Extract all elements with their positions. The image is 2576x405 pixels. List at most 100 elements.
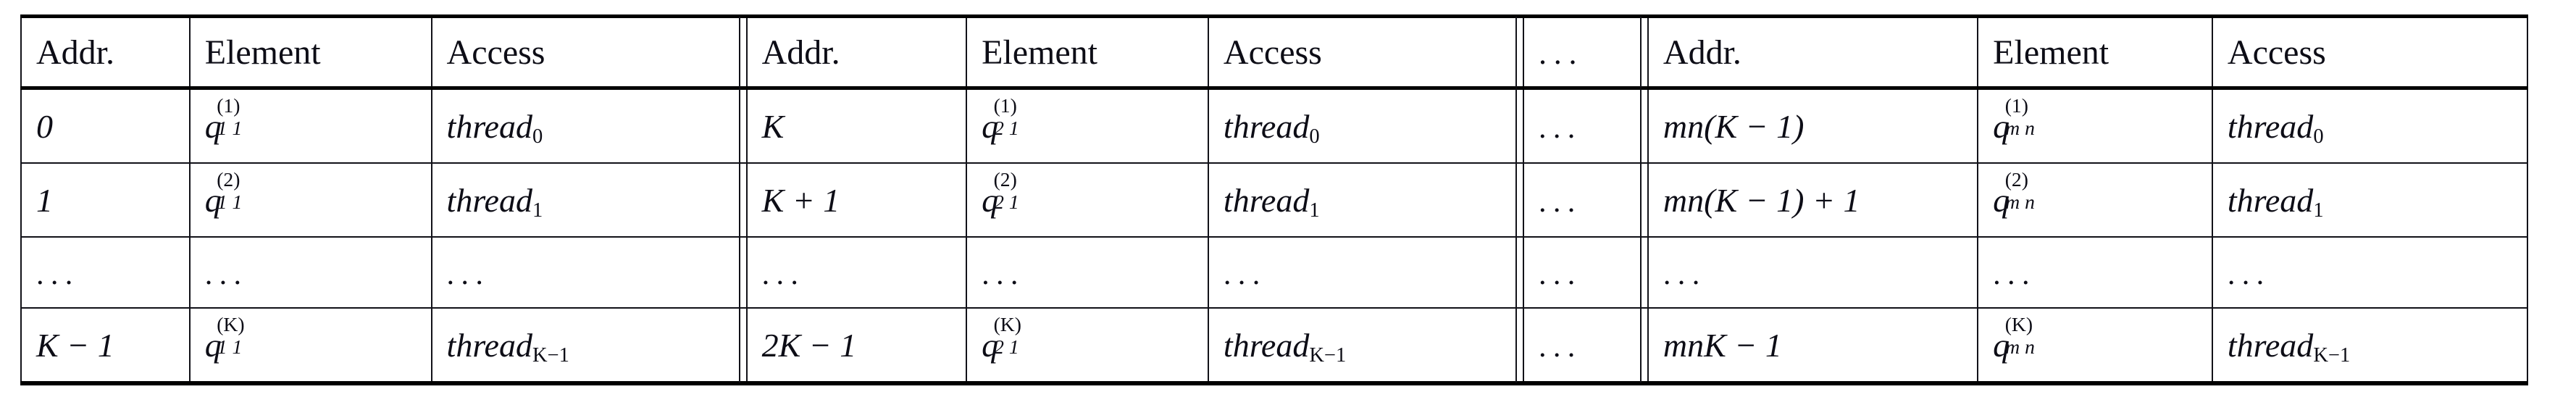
thread-index: K−1 — [532, 344, 569, 367]
header-element-block2: Element — [966, 14, 1209, 90]
cell-element-b3-r1: q(1)m n — [1977, 86, 2213, 164]
cell-ellipsis-r1: ... — [1515, 86, 1649, 165]
cell-access-b2-r3: ... — [1207, 236, 1524, 309]
table-row: K − 1 q(K)1 1 threadK−1 2K − 1 q(K)2 1 t… — [20, 307, 2529, 385]
cell-ellipsis-r4: ... — [1515, 307, 1649, 385]
header-ellipsis-column: ... — [1515, 14, 1649, 90]
ellipsis-glyph: ... — [1538, 110, 1582, 145]
thread-label: thread — [1223, 326, 1310, 364]
table-container: Addr. Element Access Addr. Element Acces… — [20, 14, 2529, 385]
cell-access-b2-r1: thread0 — [1207, 86, 1524, 164]
thread-index: 0 — [1309, 125, 1320, 149]
addr-value: 2K − 1 — [761, 326, 857, 364]
cell-addr-b3-r2: mn(K − 1) + 1 — [1640, 162, 1979, 238]
thread-index: 1 — [2313, 199, 2324, 222]
cell-element-b3-r2: q(2)m n — [1977, 162, 2213, 238]
memory-layout-table: Addr. Element Access Addr. Element Acces… — [20, 14, 2529, 385]
cell-addr-b3-r3: ... — [1640, 236, 1979, 309]
element-symbol: q(2)2 1 — [982, 168, 1019, 219]
thread-label: thread — [1223, 107, 1310, 145]
cell-addr-b1-r3: ... — [20, 236, 191, 309]
table-body: 0 q(1)1 1 thread0 K q(1)2 1 thread0 ... … — [20, 86, 2529, 385]
addr-value: 0 — [36, 107, 53, 145]
ellipsis-glyph: ... — [1663, 256, 1707, 291]
element-symbol: q(K)1 1 — [204, 313, 245, 364]
header-access-block3: Access — [2211, 14, 2529, 90]
thread-label: thread — [2227, 107, 2314, 145]
element-symbol: q(2)m n — [1993, 168, 2035, 219]
addr-value: K − 1 — [36, 326, 114, 364]
element-symbol: q(2)1 1 — [204, 168, 243, 219]
cell-addr-b1-r2: 1 — [20, 162, 191, 238]
cell-addr-b2-r1: K — [739, 86, 968, 165]
element-symbol: q(1)m n — [1993, 94, 2035, 145]
addr-value: mn(K − 1) — [1663, 107, 1805, 145]
addr-value: K + 1 — [761, 181, 840, 219]
cell-ellipsis-r2: ... — [1515, 162, 1649, 238]
ellipsis-glyph: ... — [446, 256, 490, 291]
addr-value: mnK − 1 — [1663, 326, 1782, 364]
element-symbol: q(1)1 1 — [204, 94, 243, 145]
header-element-block1: Element — [188, 14, 432, 90]
ellipsis-glyph: ... — [1223, 256, 1267, 291]
cell-element-b2-r4: q(K)2 1 — [966, 307, 1209, 385]
cell-element-b1-r2: q(2)1 1 — [188, 162, 432, 238]
cell-element-b2-r3: ... — [966, 236, 1209, 309]
cell-addr-b1-r4: K − 1 — [20, 307, 191, 385]
cell-element-b2-r1: q(1)2 1 — [966, 86, 1209, 164]
thread-index: K−1 — [1309, 344, 1347, 367]
ellipsis-glyph: ... — [204, 256, 248, 291]
addr-value: K — [761, 107, 785, 145]
header-element-block3: Element — [1977, 14, 2213, 90]
element-symbol: q(1)2 1 — [982, 94, 1019, 145]
cell-element-b1-r1: q(1)1 1 — [188, 86, 432, 164]
ellipsis-glyph: ... — [1538, 35, 1584, 71]
addr-value: 1 — [36, 181, 53, 219]
thread-label: thread — [446, 107, 532, 145]
thread-index: 1 — [1309, 199, 1320, 222]
cell-access-b2-r4: threadK−1 — [1207, 307, 1524, 385]
ellipsis-glyph: ... — [1538, 329, 1582, 364]
thread-index: 0 — [2313, 125, 2324, 149]
table-row: 0 q(1)1 1 thread0 K q(1)2 1 thread0 ... … — [20, 86, 2529, 165]
element-symbol: q(K)m n — [1993, 313, 2035, 364]
header-access-block1: Access — [430, 14, 748, 90]
thread-label: thread — [446, 181, 532, 219]
cell-element-b2-r2: q(2)2 1 — [966, 162, 1209, 238]
ellipsis-glyph: ... — [982, 256, 1025, 291]
cell-access-b1-r4: threadK−1 — [430, 307, 748, 385]
cell-addr-b1-r1: 0 — [20, 86, 191, 164]
cell-addr-b2-r2: K + 1 — [739, 162, 968, 238]
cell-element-b1-r4: q(K)1 1 — [188, 307, 432, 385]
cell-access-b1-r3: ... — [430, 236, 748, 309]
ellipsis-glyph: ... — [2227, 256, 2271, 291]
ellipsis-glyph: ... — [1538, 256, 1582, 291]
cell-element-b3-r4: q(K)m n — [1977, 307, 2213, 385]
element-symbol: q(K)2 1 — [982, 313, 1021, 364]
cell-addr-b3-r1: mn(K − 1) — [1640, 86, 1979, 165]
thread-index: 0 — [532, 125, 543, 149]
ellipsis-glyph: ... — [1993, 256, 2036, 291]
cell-access-b1-r2: thread1 — [430, 162, 748, 238]
cell-access-b3-r2: thread1 — [2211, 162, 2529, 238]
table-header-row: Addr. Element Access Addr. Element Acces… — [20, 14, 2529, 90]
cell-access-b1-r1: thread0 — [430, 86, 748, 164]
table-row: 1 q(2)1 1 thread1 K + 1 q(2)2 1 thread1 … — [20, 162, 2529, 238]
ellipsis-glyph: ... — [761, 256, 806, 291]
thread-label: thread — [1223, 181, 1310, 219]
table-row: ... ... ... ... ... ... ... ... ... ... — [20, 236, 2529, 309]
cell-ellipsis-r3: ... — [1515, 236, 1649, 309]
ellipsis-glyph: ... — [36, 256, 80, 291]
cell-addr-b2-r4: 2K − 1 — [739, 307, 968, 385]
thread-label: thread — [2227, 326, 2314, 364]
cell-access-b3-r1: thread0 — [2211, 86, 2529, 164]
cell-element-b1-r3: ... — [188, 236, 432, 309]
cell-access-b2-r2: thread1 — [1207, 162, 1524, 238]
thread-label: thread — [446, 326, 532, 364]
ellipsis-glyph: ... — [1538, 184, 1582, 219]
cell-addr-b2-r3: ... — [739, 236, 968, 309]
thread-index: K−1 — [2313, 344, 2351, 367]
header-addr-block1: Addr. — [20, 14, 191, 90]
cell-access-b3-r4: threadK−1 — [2211, 307, 2529, 385]
thread-index: 1 — [532, 199, 543, 222]
